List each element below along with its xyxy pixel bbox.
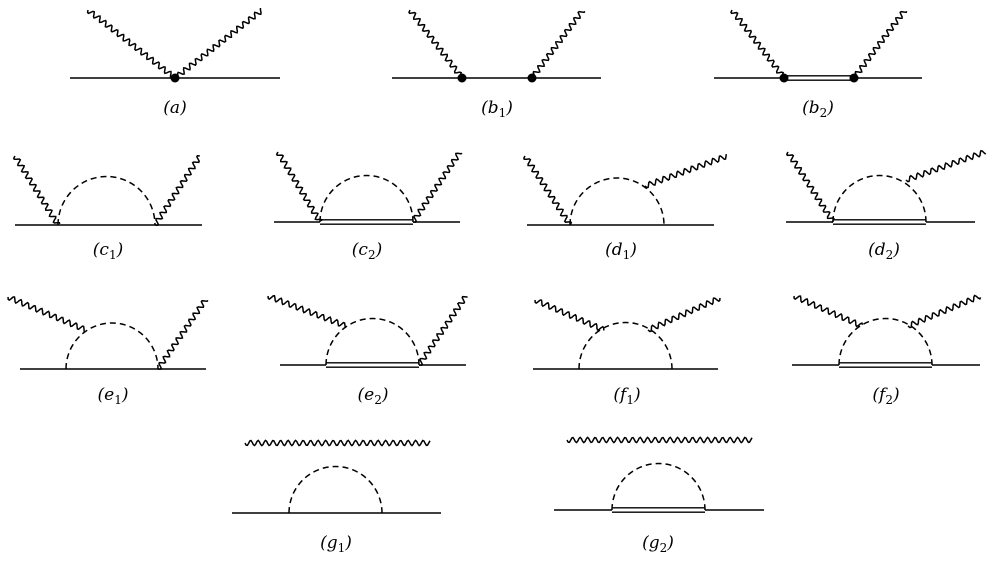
diagram-f2: (f2) [792,294,982,407]
diagram-label-c1: (c1) [93,240,123,262]
photon-line-left [7,296,86,333]
diagram-g1: (g1) [232,439,441,555]
diagram-d2: (d2) [785,150,987,262]
diagram-label-f2: (f2) [872,385,899,407]
double-line [784,75,854,81]
photon-line-right [905,150,987,183]
vertex-dot-right [849,73,859,83]
dashed-loop [57,175,156,226]
diagram-label-e1: (e1) [98,385,129,407]
vertex-dot-right [527,73,537,83]
diagram-label-d1: (d1) [605,240,637,262]
photon-line-left [408,9,463,80]
photon-line-left [244,439,431,447]
diagram-f1: (f1) [533,297,721,407]
photon-line-right [154,154,201,226]
photon-line-right [647,297,721,333]
diagram-c1: (c1) [12,154,202,262]
photon-line-left [793,295,864,328]
diagram-label-g2: (g2) [642,533,674,555]
photon-line-right [531,10,586,80]
dashed-loop [325,317,420,366]
photon-line-right [412,152,463,224]
vertex-dot-left [457,73,467,83]
photon-line-left [12,155,61,225]
double-line [326,362,419,368]
photon-line-left [267,295,347,328]
double-line [320,219,413,225]
photon-line-left [785,151,835,224]
dashed-loop [288,465,383,514]
vertex-dot-left [779,73,789,83]
double-line [612,507,705,513]
double-line [839,362,932,368]
diagram-g2: (g2) [554,436,764,555]
dashed-loop [569,177,665,226]
photon-line-left [566,436,753,444]
photon-line-left [275,151,323,222]
photon-line-left [86,9,177,79]
diagram-e2: (e2) [267,295,468,407]
diagram-label-a: (a) [163,98,186,118]
dashed-loop [578,321,673,370]
dashed-loop [838,317,933,366]
vertex-dot [170,73,180,83]
diagram-d1: (d1) [522,154,728,262]
photon-line-right [174,7,262,80]
diagram-label-e2: (e2) [358,385,389,407]
diagram-label-f1: (f1) [613,385,640,407]
photon-line-right [907,294,982,329]
photon-line-right [157,299,209,371]
photon-line-right [644,154,728,189]
diagram-c2: (c2) [274,151,463,262]
diagram-label-g1: (g1) [320,533,352,555]
photon-line-left [730,9,785,80]
photon-line-left [522,155,573,226]
photon-line-right [418,295,468,367]
diagram-label-b2: (b2) [802,98,834,120]
dashed-loop [319,174,414,223]
diagram-b2: (b2) [714,9,922,120]
diagram-e1: (e1) [7,296,209,407]
diagram-b1: (b1) [392,9,601,120]
photon-line-right [853,10,908,80]
dashed-loop [65,322,159,370]
double-line [833,219,926,225]
diagram-label-b1: (b1) [481,98,513,120]
dashed-loop [832,174,927,223]
dashed-loop [611,462,706,511]
photon-line-left [534,299,605,331]
diagram-label-d2: (d2) [868,240,900,262]
diagram-a: (a) [70,7,280,118]
diagram-label-c2: (c2) [352,240,382,262]
